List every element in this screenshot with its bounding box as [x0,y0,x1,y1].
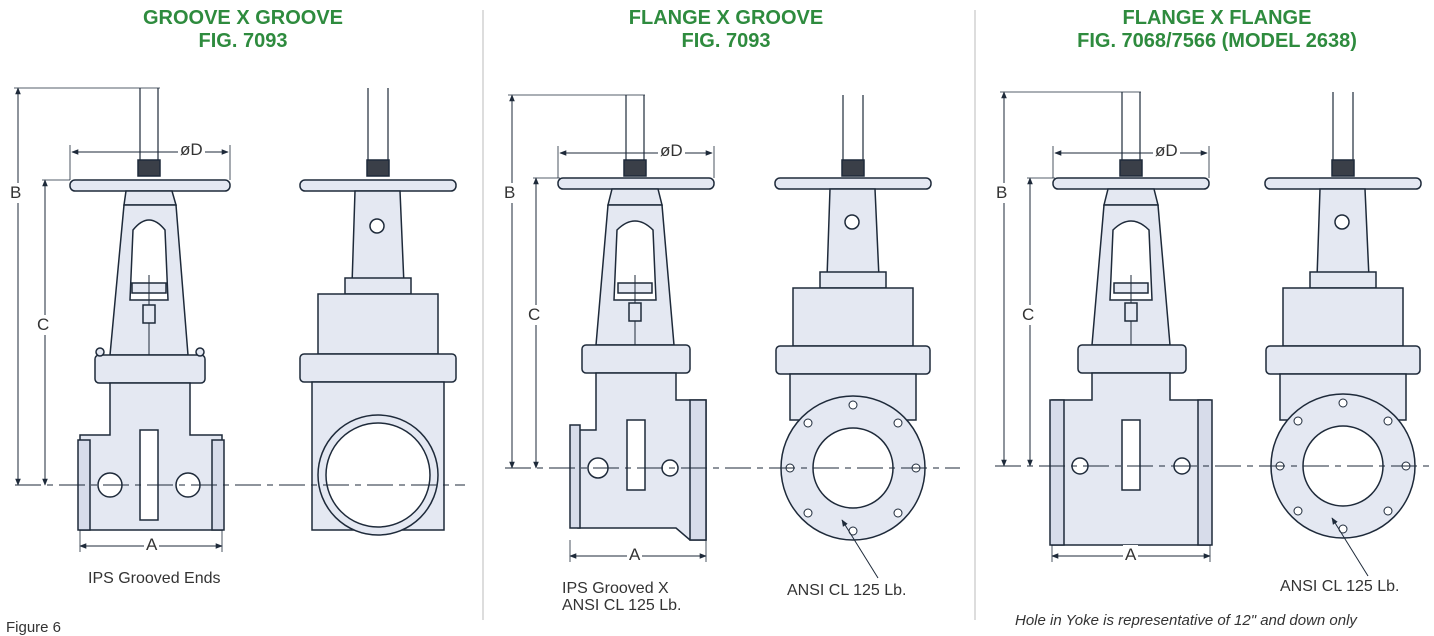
panel-1-dim-b-label: B [10,183,22,203]
panel-3-dim-d-label: øD [1153,141,1180,161]
panel-2-dim-a-label: A [627,545,643,565]
panel-2-title: FLANGE X GROOVE FIG. 7093 [526,7,926,53]
panel-2-dim-c-label: C [528,305,541,325]
panel-2-side-view [774,95,932,541]
panel-3-dim-c-label: C [1022,305,1035,325]
panel-2-caption-right: ANSI CL 125 Lb. [787,582,907,599]
panel-1-dim-d-label: øD [178,140,205,160]
panel-2-caption-line2: ANSI CL 125 Lb. [562,597,682,614]
panel-2-title-line2: FIG. 7093 [681,30,771,52]
panel-2-front-view [557,95,715,541]
panel-1-side-view [299,88,457,536]
yoke-note: Hole in Yoke is representative of 12" an… [1015,612,1357,629]
panel-1-title-line1: GROOVE X GROOVE [142,7,344,29]
panel-3-front-view [1049,92,1213,546]
panel-2-leader [841,519,879,579]
panel-3-title-line2: FIG. 7068/7566 (MODEL 2638) [1077,30,1357,52]
figure-label: Figure 6 [6,619,62,636]
panel-1-front-view [69,88,231,531]
panel-3-dim-b-label: B [996,183,1008,203]
panel-2-dim-b-label: B [504,183,516,203]
panel-1-dim-c-label: C [37,315,50,335]
panel-3-leader [1331,517,1369,577]
panel-1-title: GROOVE X GROOVE FIG. 7093 [43,7,443,53]
panel-3-side-view [1264,92,1422,539]
panel-3-title: FLANGE X FLANGE FIG. 7068/7566 (MODEL 26… [1017,7,1417,53]
panel-2-dim-d-label: øD [658,141,685,161]
panel-1-caption: IPS Grooved Ends [88,570,221,587]
panel-2-title-line1: FLANGE X GROOVE [628,7,824,29]
panel-1-title-line2: FIG. 7093 [198,30,288,52]
panel-2-caption-line1: IPS Grooved X [562,580,669,597]
panel-3-title-line1: FLANGE X FLANGE [1122,7,1312,29]
panel-1-dim-a-label: A [144,535,160,555]
panel-3-dim-a-label: A [1123,545,1139,565]
panel-3-caption-right: ANSI CL 125 Lb. [1280,578,1400,595]
